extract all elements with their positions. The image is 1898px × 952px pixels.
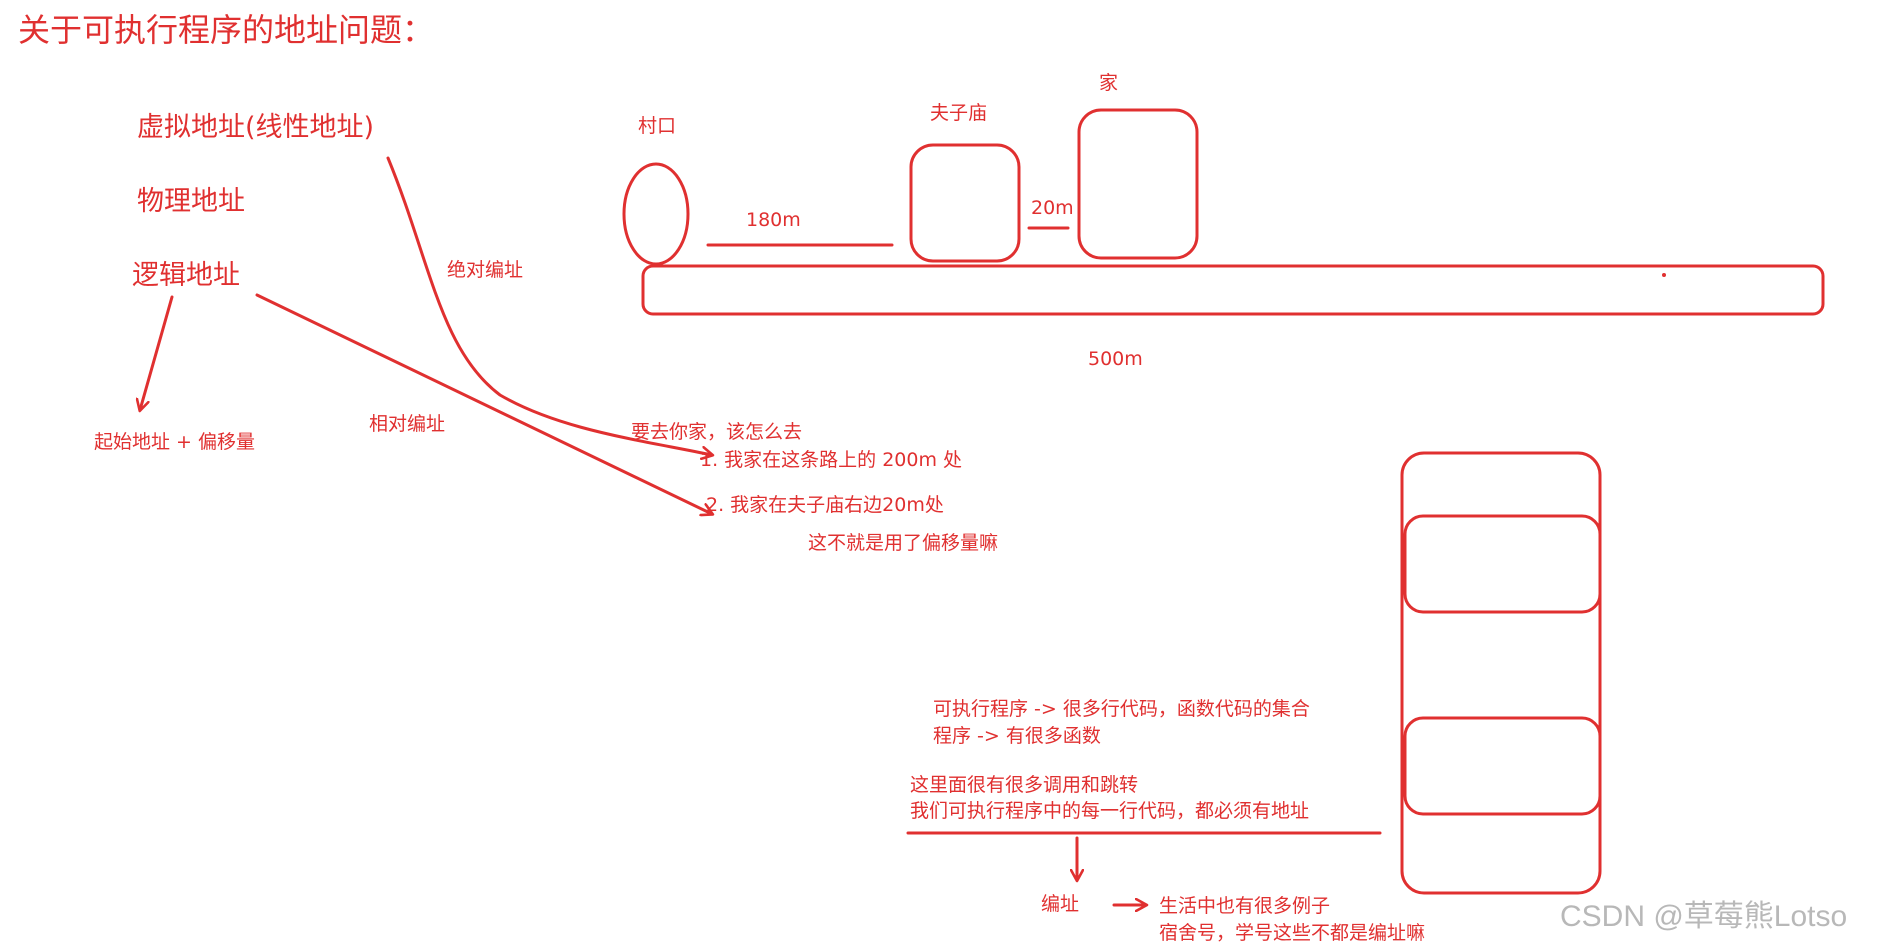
- relative-addressing-label: 相对编址: [369, 413, 446, 435]
- page-title: 关于可执行程序的地址问题：: [18, 11, 435, 49]
- question-option-2: 2. 我家在夫子庙右边20m处: [706, 494, 944, 516]
- virtual-address-label: 虚拟地址(线性地址): [137, 112, 375, 143]
- building-floor-1: [1403, 514, 1602, 614]
- logical-result-label: 起始地址 + 偏移量: [94, 431, 255, 453]
- village-label: 村口: [638, 115, 677, 137]
- absolute-addressing-label: 绝对编址: [447, 259, 524, 281]
- logical-down-arrow: [140, 295, 174, 410]
- addressing-label: 编址: [1041, 893, 1080, 915]
- distance-label-20m: 20m: [1031, 197, 1074, 219]
- absolute-arrow: [386, 156, 712, 455]
- road-rect: [641, 264, 1825, 316]
- program-note-2: 程序 -> 有很多函数: [933, 725, 1101, 747]
- road-total-label: 500m: [1088, 348, 1143, 370]
- addressing-example-2: 宿舍号，学号这些不都是编址嘛: [1159, 922, 1426, 944]
- physical-address-label: 物理地址: [137, 186, 245, 217]
- temple-label: 夫子庙: [930, 102, 988, 124]
- distance-label-180m: 180m: [746, 209, 801, 231]
- program-note-4: 我们可执行程序中的每一行代码，都必须有地址: [910, 800, 1310, 822]
- offset-remark: 这不就是用了偏移量嘛: [808, 532, 999, 554]
- building-outline: [1400, 451, 1602, 895]
- village-oval: [622, 162, 690, 266]
- program-note-3: 这里面很有很多调用和跳转: [910, 774, 1139, 796]
- addressing-example-1: 生活中也有很多例子: [1159, 895, 1331, 917]
- watermark: CSDN @草莓熊Lotso: [1560, 900, 1848, 933]
- road-dot: [1662, 273, 1666, 277]
- temple-box: [909, 143, 1021, 263]
- relative-arrow: [255, 293, 712, 514]
- logical-address-label: 逻辑地址: [132, 260, 240, 291]
- program-note-1: 可执行程序 -> 很多行代码，函数代码的集合: [933, 698, 1310, 720]
- question-option-1: 1. 我家在这条路上的 200m 处: [700, 449, 963, 471]
- home-label: 家: [1099, 72, 1119, 94]
- building-floor-2: [1403, 716, 1602, 816]
- home-box: [1077, 108, 1199, 260]
- question-prompt: 要去你家，该怎么去: [631, 421, 803, 443]
